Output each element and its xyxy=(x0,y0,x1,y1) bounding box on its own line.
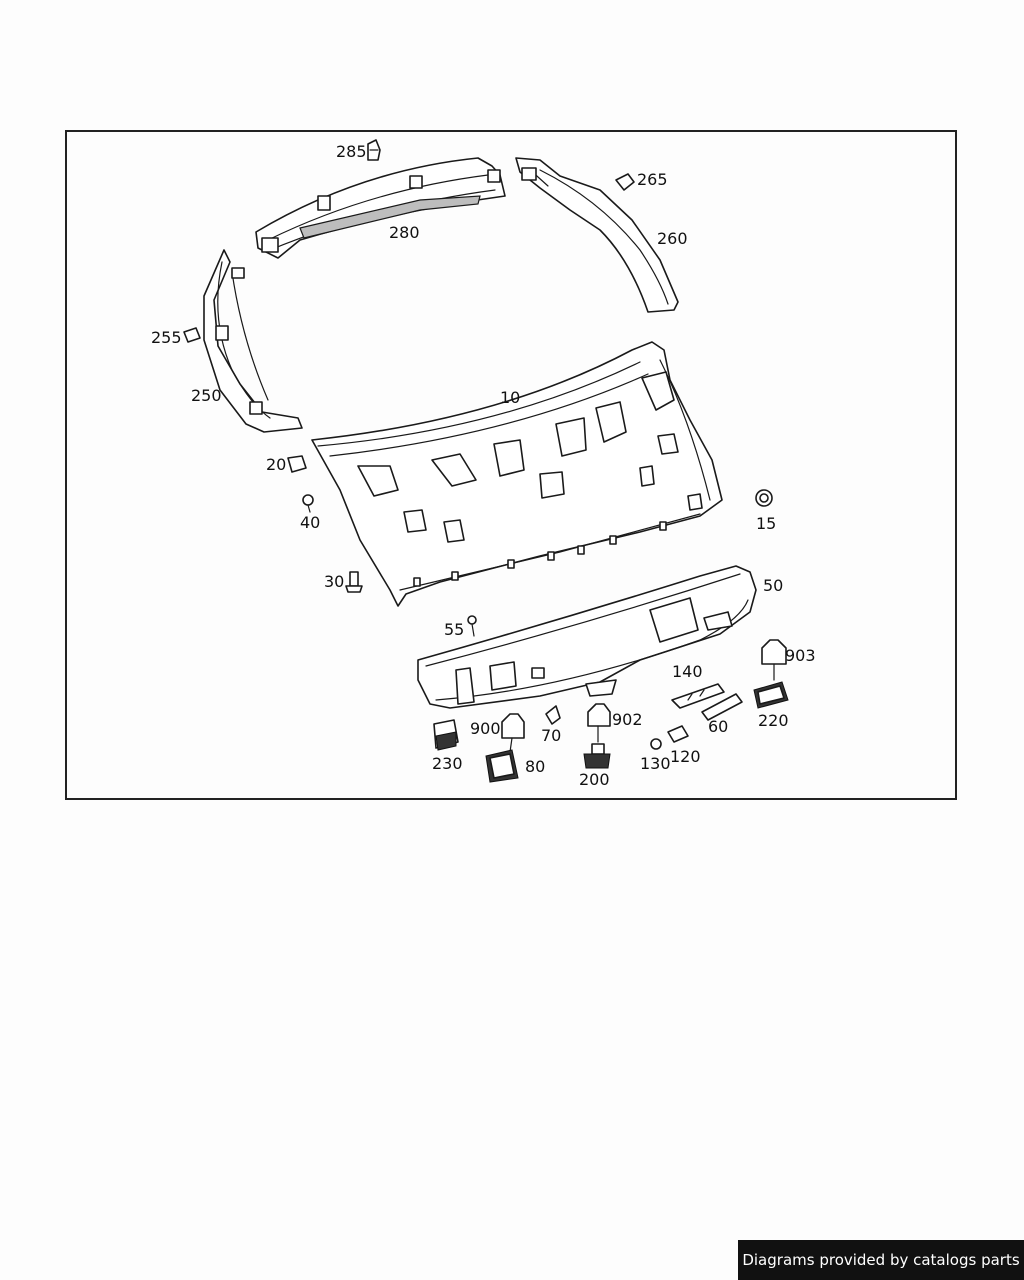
part-220-lamp[interactable] xyxy=(753,681,789,709)
part-30-pin[interactable] xyxy=(345,571,363,593)
part-250-left-pillar-trim[interactable] xyxy=(203,249,303,433)
callout-70: 70 xyxy=(541,726,561,745)
callout-120: 120 xyxy=(670,747,701,766)
part-50-lower-trim[interactable] xyxy=(417,565,757,709)
callout-903: 903 xyxy=(785,646,816,665)
callout-265: 265 xyxy=(637,170,668,189)
callout-250: 250 xyxy=(191,386,222,405)
part-280-header-trim[interactable] xyxy=(255,157,506,259)
callout-900: 900 xyxy=(470,719,501,738)
part-903-connector-symbol[interactable] xyxy=(761,639,787,681)
callout-40: 40 xyxy=(300,513,320,532)
callout-902: 902 xyxy=(612,710,643,729)
part-70-clip[interactable] xyxy=(545,705,561,725)
callout-80: 80 xyxy=(525,757,545,776)
part-200-switch[interactable] xyxy=(583,743,611,769)
callout-50: 50 xyxy=(763,576,783,595)
callout-285: 285 xyxy=(336,142,367,161)
callout-260: 260 xyxy=(657,229,688,248)
callout-55: 55 xyxy=(444,620,464,639)
part-140-bracket[interactable] xyxy=(671,683,725,709)
callout-200: 200 xyxy=(579,770,610,789)
part-265-clip[interactable] xyxy=(615,173,635,191)
callout-280: 280 xyxy=(389,223,420,242)
callout-30: 30 xyxy=(324,572,344,591)
callout-130: 130 xyxy=(640,754,671,773)
callout-10: 10 xyxy=(500,388,520,407)
part-10-tailgate-panel[interactable] xyxy=(311,341,723,607)
part-260-right-pillar-trim[interactable] xyxy=(515,157,679,313)
part-55-screw[interactable] xyxy=(467,615,477,637)
credit-banner: Diagrams provided by catalogs parts xyxy=(738,1240,1024,1280)
part-15-grommet[interactable] xyxy=(755,489,773,507)
part-20-clip[interactable] xyxy=(287,455,307,473)
part-60-cylinder[interactable] xyxy=(701,693,743,721)
part-230-latch[interactable] xyxy=(433,719,459,751)
callout-230: 230 xyxy=(432,754,463,773)
callout-15: 15 xyxy=(756,514,776,533)
part-255-clip[interactable] xyxy=(183,327,201,343)
callout-20: 20 xyxy=(266,455,286,474)
part-285-clip[interactable] xyxy=(367,139,381,161)
callout-60: 60 xyxy=(708,717,728,736)
part-40-screw[interactable] xyxy=(302,494,314,513)
part-120-nut[interactable] xyxy=(667,725,689,743)
part-902-connector-symbol[interactable] xyxy=(587,703,611,743)
callout-255: 255 xyxy=(151,328,182,347)
callout-140: 140 xyxy=(672,662,703,681)
part-900-connector-symbol[interactable] xyxy=(501,713,525,753)
callout-220: 220 xyxy=(758,711,789,730)
part-130-washer[interactable] xyxy=(650,738,662,750)
part-80-lamp-housing[interactable] xyxy=(485,749,519,783)
